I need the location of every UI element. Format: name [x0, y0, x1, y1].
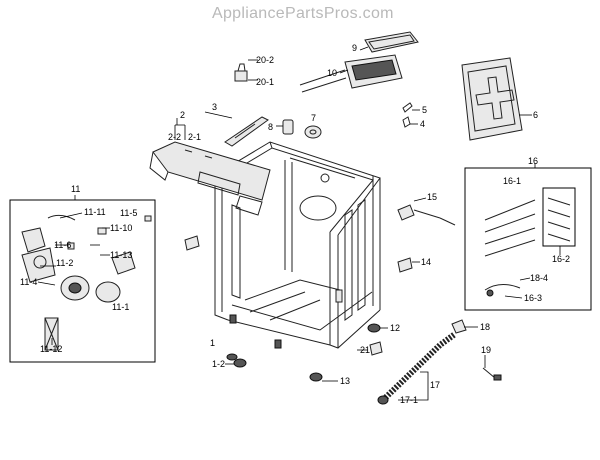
- callout-18-4: 18-4: [530, 273, 548, 283]
- callout-2-2: 2-2: [168, 132, 181, 142]
- callout-11-6: 11-6: [54, 240, 71, 250]
- callout-labels: 2 2-2 2-1 3 8 7 20-2 20-1 9 10 5 4 6 15 …: [20, 43, 570, 405]
- callout-11-4: 11-4: [20, 277, 37, 287]
- control-panel-housing: [149, 141, 271, 216]
- callout-8: 8: [268, 122, 273, 132]
- callout-20-1: 20-1: [256, 77, 274, 87]
- callout-21: 21: [360, 345, 370, 355]
- callout-12: 12: [390, 323, 400, 333]
- small-bracket-part: [282, 119, 294, 135]
- callout-1-2: 1-2: [212, 359, 225, 369]
- dispenser-part: [299, 54, 403, 93]
- callout-18: 18: [480, 322, 490, 332]
- callout-2: 2: [180, 110, 185, 120]
- hose-part-19: [482, 367, 502, 381]
- clip-part: [369, 341, 383, 356]
- cabinet-frame: [214, 141, 381, 349]
- callout-19: 19: [481, 345, 491, 355]
- top-bar-part: [224, 116, 269, 147]
- callout-11-1: 11-1: [112, 302, 129, 312]
- hose-clamp-part: [451, 319, 467, 334]
- callout-9: 9: [352, 43, 357, 53]
- misc-small-parts: [184, 235, 200, 251]
- callout-13: 13: [340, 376, 350, 386]
- callout-4: 4: [420, 119, 425, 129]
- callout-11-5: 11-5: [120, 208, 137, 218]
- leader-lines: [37, 46, 561, 401]
- filter-part: [364, 31, 419, 53]
- callout-20-2: 20-2: [256, 55, 274, 65]
- callout-11-2: 11-2: [56, 258, 73, 268]
- watermark: AppliancePartsPros.com: [212, 5, 394, 22]
- grommet-part: [304, 125, 322, 139]
- callout-3: 3: [212, 102, 217, 112]
- callout-11-10: 11-10: [110, 223, 132, 233]
- callout-17: 17: [430, 380, 440, 390]
- sensor-part: [397, 257, 413, 273]
- callout-16: 16: [528, 156, 538, 166]
- callout-1: 1: [210, 338, 215, 348]
- latch-part: [234, 63, 248, 82]
- callout-11-12: 11-12: [40, 344, 62, 354]
- valve-part: [397, 204, 456, 226]
- callout-11-13: 11-13: [110, 250, 132, 260]
- callout-15: 15: [427, 192, 437, 202]
- callout-2-1: 2-1: [188, 132, 201, 142]
- spring-parts: [402, 102, 413, 128]
- callout-11-11: 11-11: [84, 207, 106, 217]
- callout-16-1: 16-1: [503, 176, 521, 186]
- callout-10: 10: [327, 68, 337, 78]
- callout-16-2: 16-2: [552, 254, 570, 264]
- top-cover-part: [461, 57, 523, 141]
- callout-7: 7: [311, 113, 316, 123]
- callout-14: 14: [421, 257, 431, 267]
- wire-harness-box: [464, 167, 592, 311]
- callout-5: 5: [422, 105, 427, 115]
- callout-16-3: 16-3: [524, 293, 542, 303]
- callout-6: 6: [533, 110, 538, 120]
- callout-17-1: 17-1: [400, 395, 418, 405]
- leveling-feet: [226, 314, 381, 382]
- callout-11: 11: [71, 184, 80, 194]
- pump-assembly-box: [9, 199, 156, 363]
- drain-hose-part: [377, 331, 457, 405]
